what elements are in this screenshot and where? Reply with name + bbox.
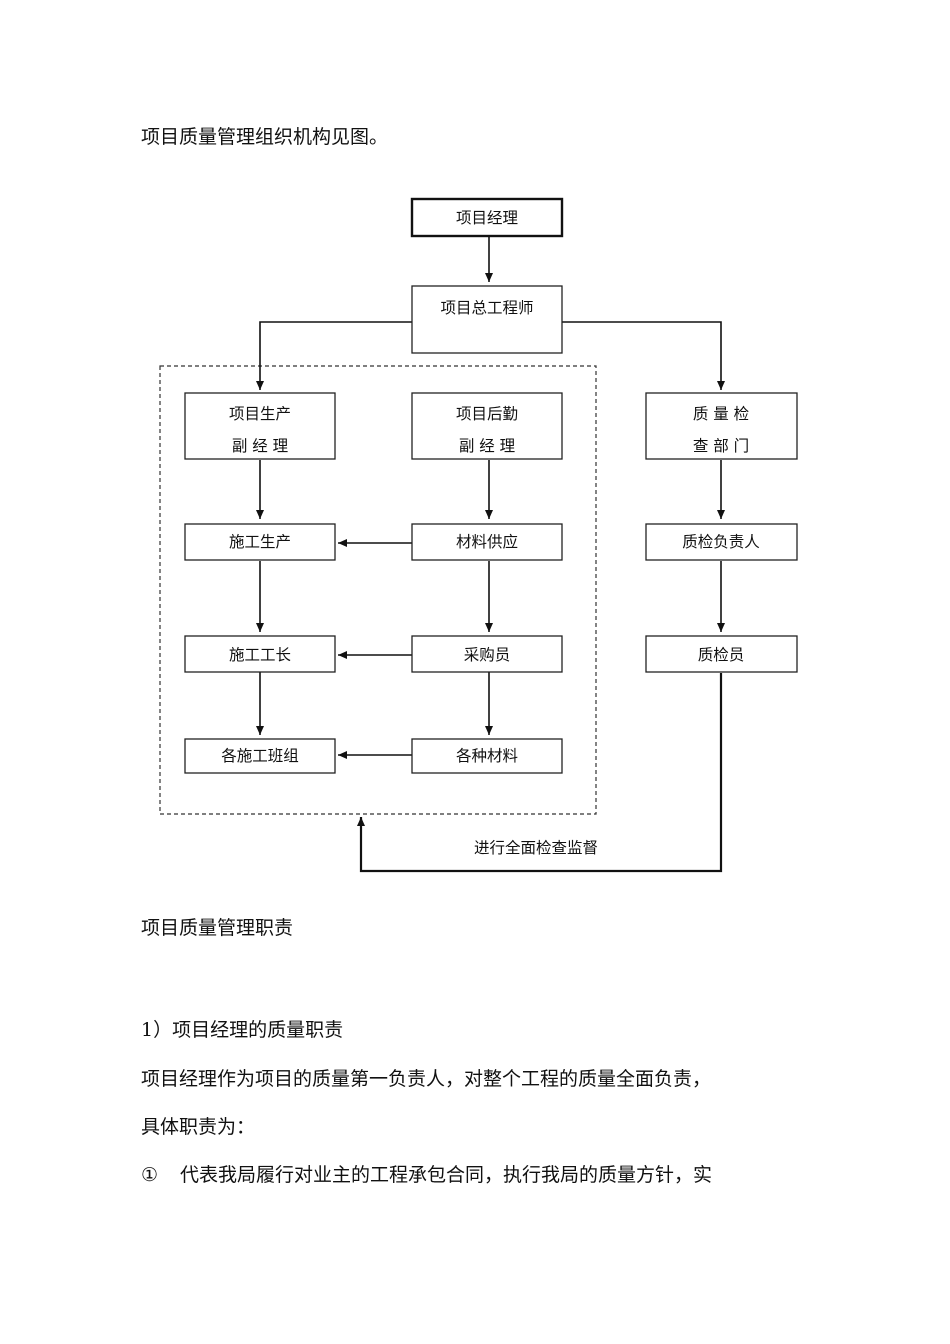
node-construction-production: 施工生产 xyxy=(184,523,336,561)
svg-text:质检负责人: 质检负责人 xyxy=(682,533,760,551)
node-qc-head: 质检负责人 xyxy=(645,523,798,561)
node-work-teams: 各施工班组 xyxy=(184,738,336,774)
node-material-supply: 材料供应 xyxy=(411,523,563,561)
list-item-number: ① xyxy=(141,1164,159,1186)
arrow-inspector-supervision-loop xyxy=(357,673,723,873)
paragraph-line-2: 具体职责为： xyxy=(141,1116,256,1138)
svg-text:施工工长: 施工工长 xyxy=(229,646,291,664)
svg-text:质检员: 质检员 xyxy=(698,646,745,664)
node-materials: 各种材料 xyxy=(411,738,563,774)
paragraph-line-1: 项目经理作为项目的质量第一负责人，对整个工程的质量全面负责， xyxy=(141,1068,712,1090)
svg-text:项目经理: 项目经理 xyxy=(456,209,518,227)
svg-text:项目后勤: 项目后勤 xyxy=(456,405,518,423)
list-item-text: 代表我局履行对业主的工程承包合同，执行我局的质量方针，实 xyxy=(180,1164,713,1186)
arrow-engineer-to-prod-vp xyxy=(256,321,412,390)
section-heading-pm: 1）项目经理的质量职责 xyxy=(141,1019,344,1041)
node-purchaser: 采购员 xyxy=(411,635,563,673)
svg-text:各施工班组: 各施工班组 xyxy=(221,747,299,765)
svg-text:项目生产: 项目生产 xyxy=(229,405,291,423)
svg-text:查 部 门: 查 部 门 xyxy=(693,437,749,455)
svg-text:材料供应: 材料供应 xyxy=(456,532,518,551)
org-chart-intro: 项目质量管理组织机构见图。 xyxy=(141,126,389,148)
node-inspector: 质检员 xyxy=(645,635,798,673)
node-production-vp: 项目生产 副 经 理 xyxy=(184,392,336,460)
svg-text:副 经 理: 副 经 理 xyxy=(232,437,288,455)
production-group-boundary xyxy=(159,365,597,815)
node-foreman: 施工工长 xyxy=(184,635,336,673)
node-logistics-vp: 项目后勤 副 经 理 xyxy=(411,392,563,460)
node-qc-department: 质 量 检 查 部 门 xyxy=(645,392,798,460)
svg-text:采购员: 采购员 xyxy=(464,646,511,664)
svg-text:副 经 理: 副 经 理 xyxy=(459,437,515,455)
svg-text:施工生产: 施工生产 xyxy=(229,533,291,551)
svg-text:质 量 检: 质 量 检 xyxy=(693,405,749,423)
svg-text:各种材料: 各种材料 xyxy=(456,747,518,765)
org-chart: 项目经理 项目总工程师 项目生产 副 经 理 项目后勤 副 经 理 质 量 检 … xyxy=(159,197,798,873)
svg-text:项目总工程师: 项目总工程师 xyxy=(440,299,533,317)
connectors xyxy=(256,237,725,873)
responsibilities-heading: 项目质量管理职责 xyxy=(141,917,294,939)
supervision-label: 进行全面检查监督 xyxy=(474,839,598,857)
node-project-manager: 项目经理 xyxy=(410,197,564,238)
arrow-engineer-to-qc-dept xyxy=(562,321,725,390)
node-chief-engineer: 项目总工程师 xyxy=(411,285,563,354)
list-item-1: ① 代表我局履行对业主的工程承包合同，执行我局的质量方针，实 xyxy=(141,1163,712,1187)
